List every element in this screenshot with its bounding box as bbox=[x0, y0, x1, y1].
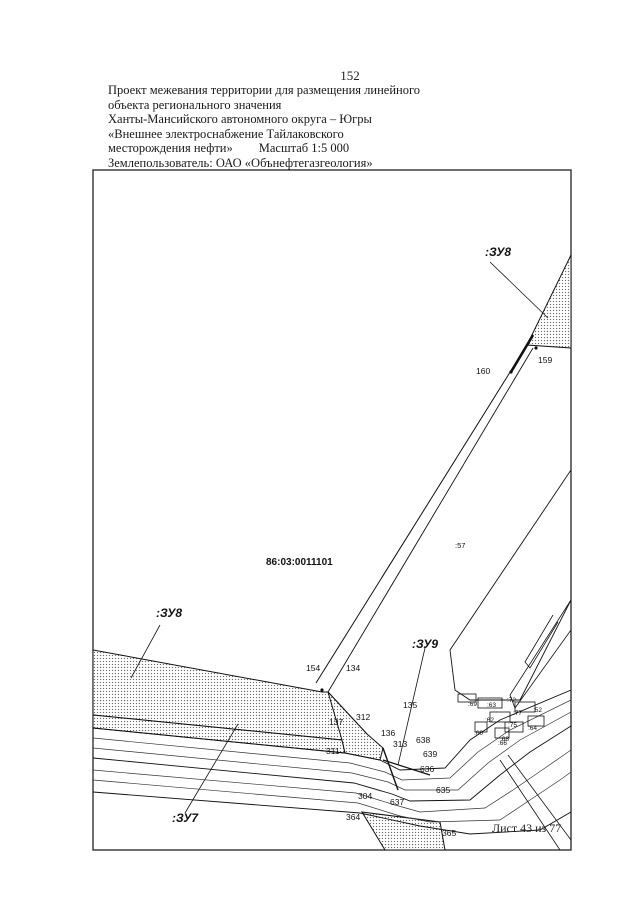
point-marker-154 bbox=[320, 688, 324, 692]
road-line-3 bbox=[93, 711, 571, 791]
point-label-154: 154 bbox=[306, 663, 320, 673]
scale-label: Масштаб 1:5 000 bbox=[258, 141, 350, 156]
road-line-2 bbox=[93, 699, 571, 781]
parcel-57-label: :57 bbox=[455, 541, 465, 550]
point-label-636: 636 bbox=[420, 764, 434, 774]
boundary-thick bbox=[509, 334, 535, 373]
zone-zu8-top-fill bbox=[526, 254, 571, 349]
point-label-639: 639 bbox=[423, 749, 437, 759]
leader-zu8-top bbox=[489, 261, 549, 319]
header-line-3: Ханты-Мансийского автономного округа – Ю… bbox=[108, 112, 372, 127]
point-label-159: 159 bbox=[538, 355, 552, 365]
boundary-134-159 bbox=[327, 347, 534, 693]
leader-zu7 bbox=[184, 723, 239, 814]
road-line-5 bbox=[93, 749, 571, 813]
boundary-154-160 bbox=[315, 344, 528, 684]
zone-label-zu8-left: :ЗУ8 bbox=[156, 606, 182, 620]
boundary-636 bbox=[382, 759, 431, 776]
road-line-7 bbox=[93, 791, 571, 835]
point-label-364: 364 bbox=[346, 812, 360, 822]
header-line-6: Землепользователь: ОАО «Обънефтегазгеоло… bbox=[108, 155, 373, 170]
parcel-57-outline bbox=[449, 469, 571, 701]
road-line-4 bbox=[93, 725, 571, 802]
project-name-end: месторождения нефти» bbox=[108, 141, 233, 156]
zone-label-zu9: :ЗУ9 bbox=[412, 637, 438, 651]
point-label-365: 365 bbox=[442, 828, 456, 838]
point-label-637: 637 bbox=[390, 797, 404, 807]
point-label-635: 635 bbox=[436, 785, 450, 795]
header-line-5: месторождения нефти» Масштаб 1:5 000 bbox=[108, 141, 428, 156]
point-label-69: :69 bbox=[468, 701, 477, 708]
point-label-137: 137 bbox=[329, 717, 343, 727]
page-number: 152 bbox=[340, 68, 360, 83]
boundary-637-cross bbox=[382, 747, 399, 791]
parcel-inner-strip-2 bbox=[524, 614, 559, 669]
road-line-1 bbox=[93, 689, 571, 771]
zone-label-zu8-top: :ЗУ8 bbox=[485, 245, 511, 259]
parcel-inner-strip bbox=[509, 599, 571, 709]
point-marker-160 bbox=[509, 370, 513, 374]
point-label-64: :64 bbox=[528, 725, 537, 732]
map-frame bbox=[92, 169, 572, 851]
map-header: Проект межевания территории для размещен… bbox=[108, 83, 428, 171]
header-line-2: объекта регионального значения bbox=[108, 97, 282, 112]
road-line-6 bbox=[93, 771, 571, 823]
point-label-136: 136 bbox=[381, 728, 395, 738]
point-label-134: 134 bbox=[346, 663, 360, 673]
point-label-68: :68 bbox=[500, 736, 509, 743]
point-label-311: 311 bbox=[326, 746, 340, 756]
point-label-160: 160 bbox=[476, 366, 490, 376]
point-label-638: 638 bbox=[416, 735, 430, 745]
point-label-304: 304 bbox=[358, 791, 372, 801]
point-label-75: :75 bbox=[508, 722, 517, 729]
zone-label-zu7: :ЗУ7 bbox=[172, 811, 199, 825]
point-label-66: :66 bbox=[498, 740, 507, 747]
header-line-4: «Внешнее электроснабжение Тайлаковского bbox=[108, 126, 344, 141]
header-line-1: Проект межевания территории для размещен… bbox=[108, 83, 421, 97]
point-label-135: 135 bbox=[403, 700, 417, 710]
parcel-cluster bbox=[457, 693, 545, 739]
sheet-label: Лист 43 из 77 bbox=[492, 821, 562, 835]
point-label-313: 313 bbox=[393, 739, 407, 749]
leader-zu8-left bbox=[130, 624, 161, 679]
point-label-72: :72 bbox=[507, 697, 516, 704]
cadastral-block-label: 86:03:0011101 bbox=[266, 557, 333, 568]
point-label-60: :60 bbox=[474, 730, 483, 737]
road-diagonal-2 bbox=[507, 754, 571, 841]
point-label-63: :63 bbox=[487, 702, 496, 709]
leader-zu9 bbox=[397, 647, 426, 766]
point-label-312: 312 bbox=[356, 712, 370, 722]
point-label-52: :52 bbox=[533, 707, 542, 714]
point-marker-159 bbox=[534, 346, 538, 350]
road-strip-fill bbox=[361, 811, 446, 850]
point-label-62: :62 bbox=[485, 717, 494, 724]
road-diagonal bbox=[499, 759, 561, 850]
point-label-77: :77 bbox=[513, 710, 522, 717]
